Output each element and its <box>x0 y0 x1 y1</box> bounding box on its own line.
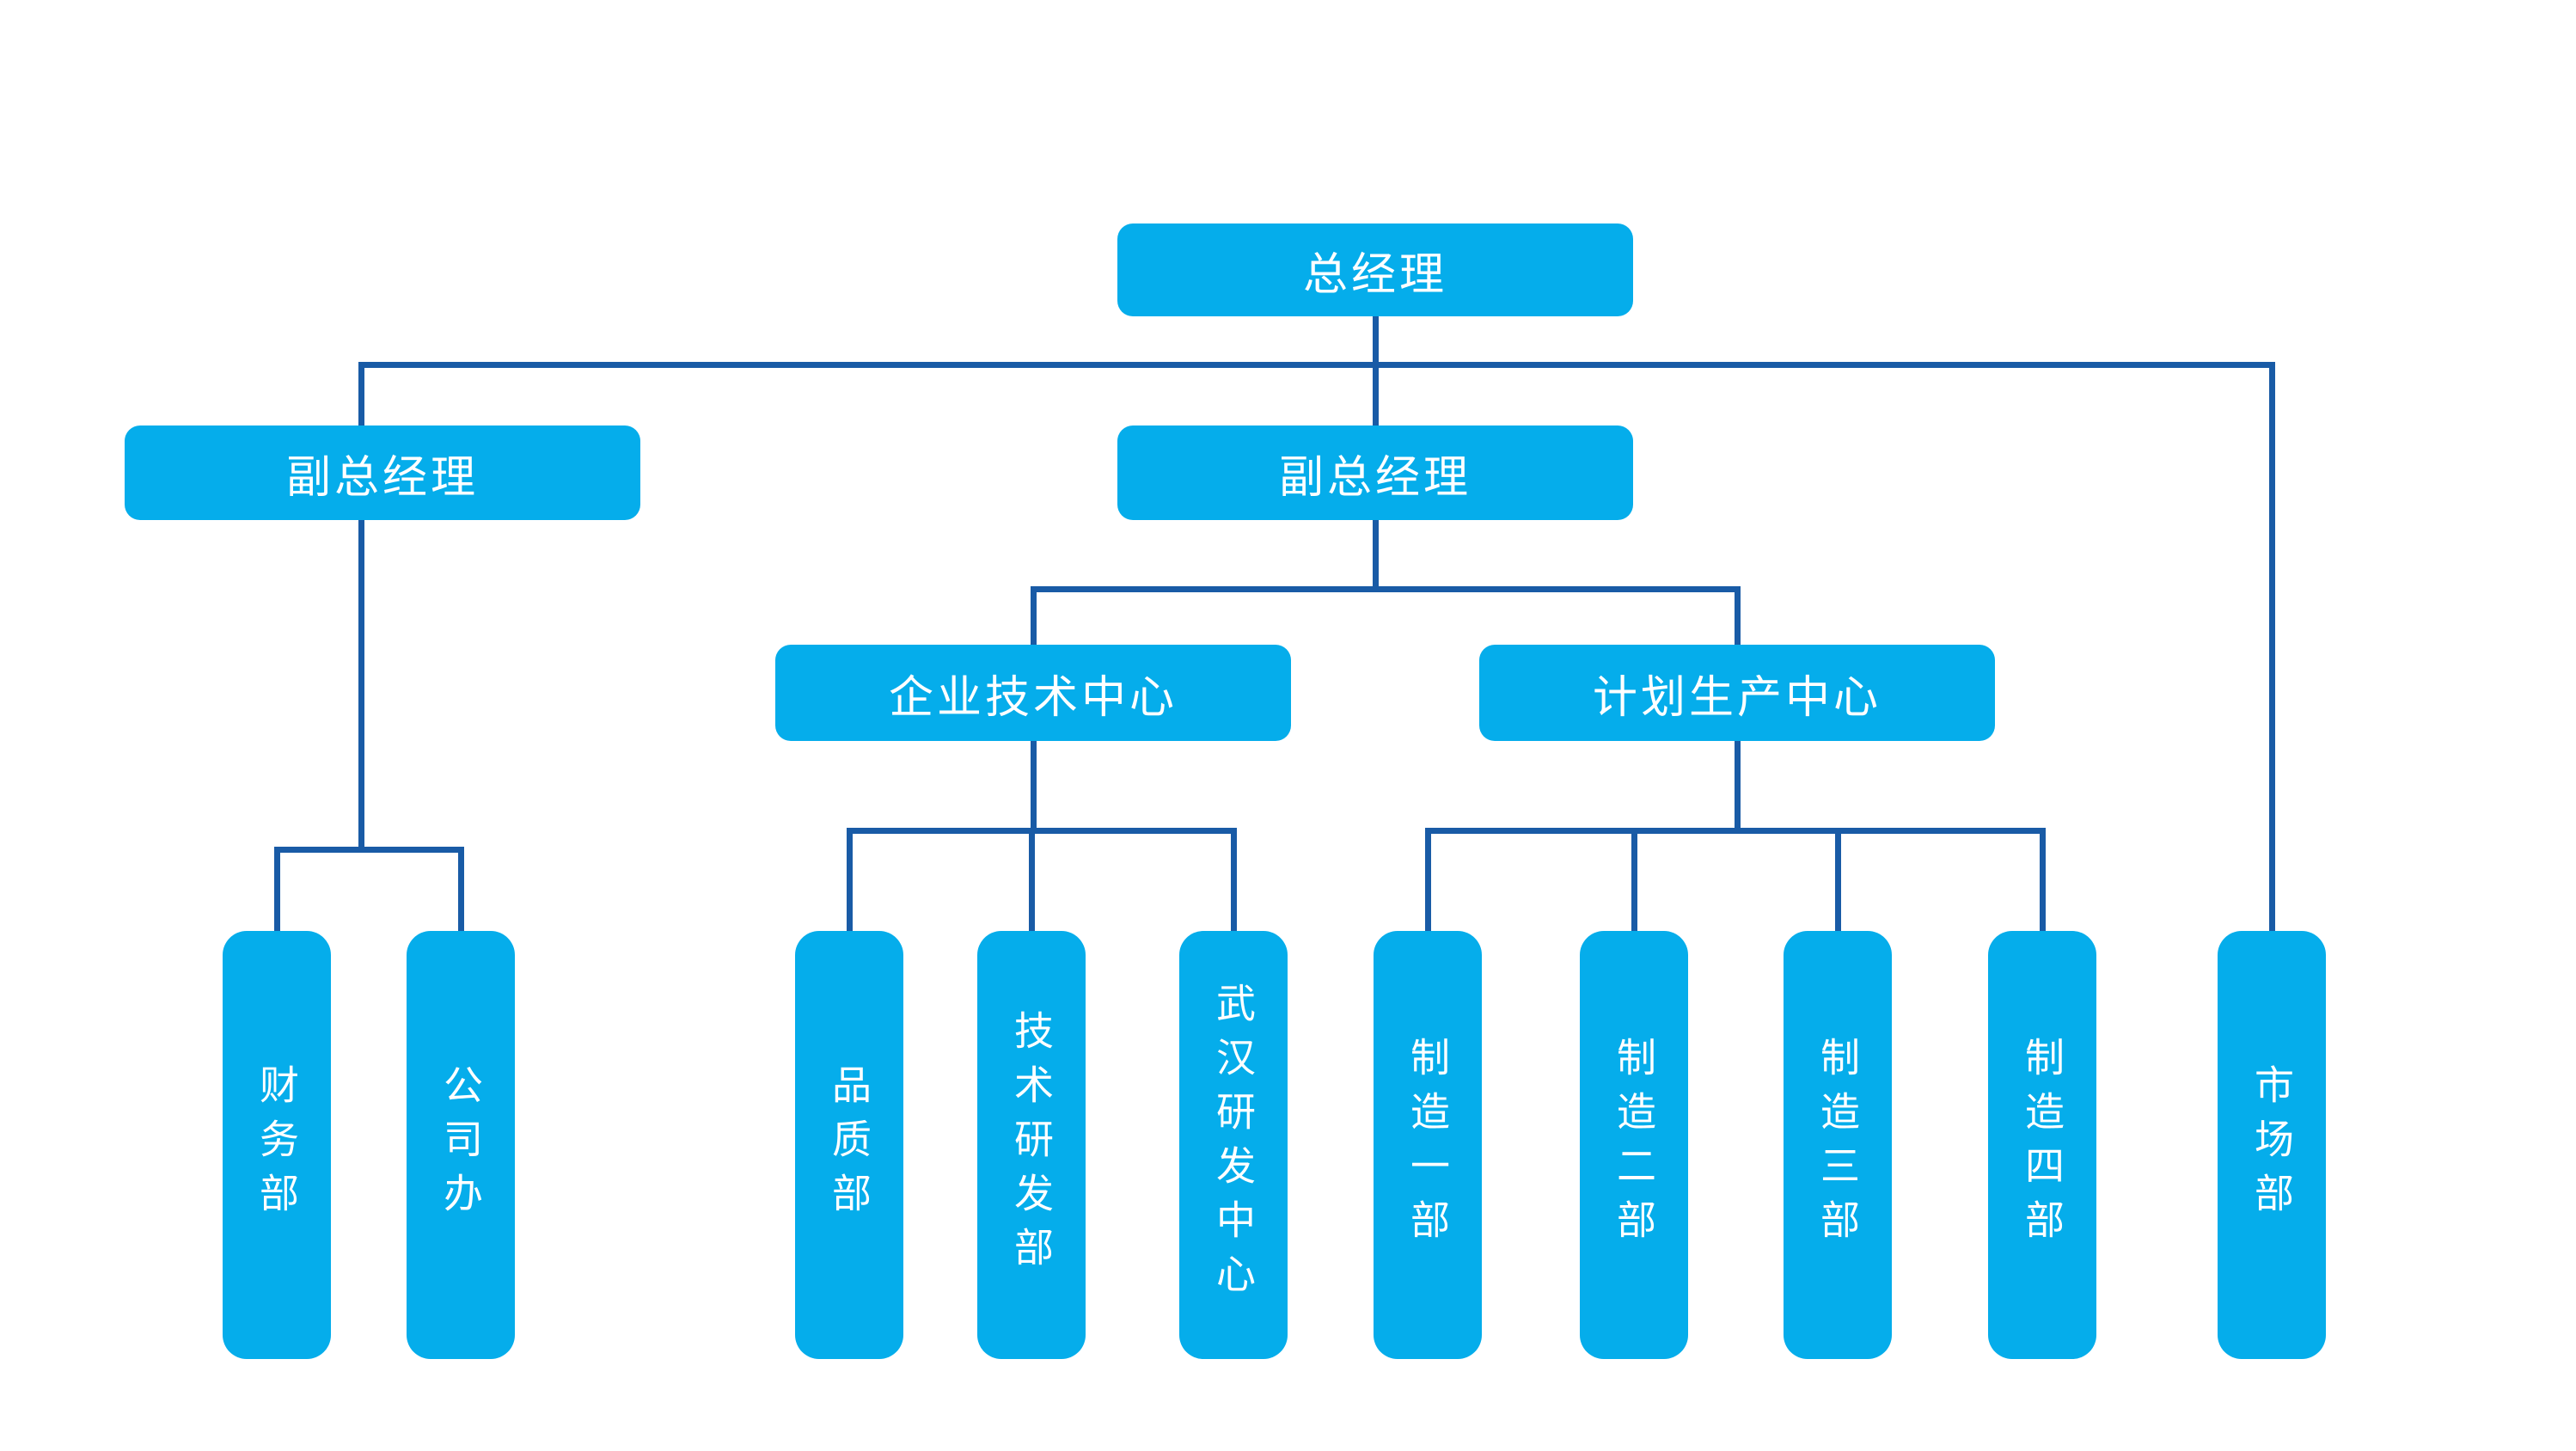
connector-bus-vgm-center <box>1030 586 1741 592</box>
org-node-label-tech-rnd: 技术研发部 <box>1008 1009 1055 1281</box>
connector-stem-tech-center <box>1030 741 1037 834</box>
org-node-label-market: 市场部 <box>2249 1063 2295 1227</box>
org-node-office: 公司办 <box>407 931 515 1359</box>
connector-drop-plan-center <box>1734 586 1741 645</box>
connector-drop-mfg-2 <box>1631 828 1637 931</box>
org-node-tech-center: 企业技术中心 <box>775 645 1291 741</box>
org-node-wuhan-rnd: 武汉研发中心 <box>1179 931 1288 1359</box>
connector-drop-mfg-4 <box>2039 828 2046 931</box>
connector-drop-office <box>457 847 464 931</box>
org-node-label-tech-center: 企业技术中心 <box>888 671 1178 724</box>
connector-bus-gm <box>358 362 2275 368</box>
org-node-label-office: 公司办 <box>437 1063 484 1227</box>
connector-drop-mfg-1 <box>1424 828 1431 931</box>
connector-drop-vgm-left <box>358 362 364 426</box>
org-node-label-vgm-left: 副总经理 <box>285 451 479 504</box>
org-node-label-wuhan-rnd: 武汉研发中心 <box>1210 983 1257 1307</box>
org-node-finance: 财务部 <box>223 931 331 1359</box>
connector-stem-vgm-center <box>1372 520 1379 592</box>
connector-bus-tech-center <box>846 828 1237 834</box>
org-node-label-mfg-1: 制造一部 <box>1404 1037 1451 1253</box>
org-node-mfg-1: 制造一部 <box>1374 931 1482 1359</box>
org-node-vgm-center: 副总经理 <box>1117 426 1633 520</box>
connector-drop-mfg-3 <box>1834 828 1841 931</box>
connector-stem-gm <box>1372 316 1379 368</box>
org-node-quality: 品质部 <box>795 931 903 1359</box>
org-node-vgm-left: 副总经理 <box>125 426 640 520</box>
org-node-label-mfg-2: 制造二部 <box>1611 1037 1657 1253</box>
connector-drop-wuhan-rnd <box>1230 828 1237 931</box>
org-node-mfg-3: 制造三部 <box>1784 931 1892 1359</box>
connector-drop-tech-center <box>1030 586 1037 645</box>
connector-drop-quality <box>846 828 853 931</box>
connector-stem-plan-center <box>1734 741 1741 834</box>
connector-drop-finance <box>273 847 280 931</box>
connector-drop-vgm-center <box>1372 362 1379 426</box>
org-node-label-finance: 财务部 <box>254 1063 300 1227</box>
org-node-label-mfg-3: 制造三部 <box>1814 1037 1861 1253</box>
connector-stem-vgm-left <box>358 520 364 853</box>
org-node-tech-rnd: 技术研发部 <box>977 931 1086 1359</box>
connector-bus-plan-center <box>1424 828 2046 834</box>
org-node-label-gm: 总经理 <box>1302 248 1447 301</box>
org-node-market: 市场部 <box>2218 931 2326 1359</box>
org-node-plan-center: 计划生产中心 <box>1479 645 1995 741</box>
connector-bus-vgm-left <box>273 847 464 853</box>
org-node-label-quality: 品质部 <box>826 1063 872 1227</box>
connector-drop-market <box>2268 362 2275 931</box>
org-node-mfg-4: 制造四部 <box>1988 931 2096 1359</box>
org-node-gm: 总经理 <box>1117 223 1633 316</box>
org-node-label-plan-center: 计划生产中心 <box>1592 671 1882 724</box>
org-node-mfg-2: 制造二部 <box>1580 931 1688 1359</box>
org-node-label-vgm-center: 副总经理 <box>1278 451 1472 504</box>
connector-drop-tech-rnd <box>1028 828 1035 931</box>
org-node-label-mfg-4: 制造四部 <box>2019 1037 2065 1253</box>
